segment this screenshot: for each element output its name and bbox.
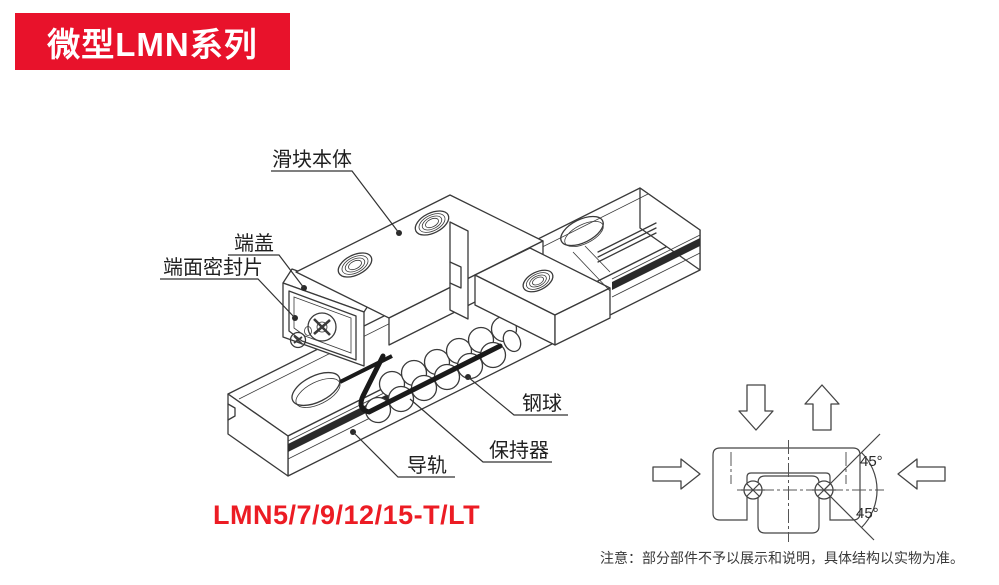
section-block-profile <box>712 447 861 521</box>
slider-block-right <box>474 245 611 346</box>
end-seal-plate <box>288 290 357 361</box>
angle-label-bottom: 45° <box>856 505 879 522</box>
block-hole-1 <box>337 252 373 278</box>
angle-label-top: 45° <box>860 453 883 470</box>
label-steel-ball: 钢球 <box>465 374 568 416</box>
model-designation: LMN5/7/9/12/15-T/LT <box>213 500 481 530</box>
right-seal-lines <box>597 222 657 263</box>
retainer-drawing <box>358 343 503 415</box>
label-end-seal-text: 端面密封片 <box>163 256 263 279</box>
series-title: 微型LMN系列 <box>47 25 258 63</box>
label-slider-body-text: 滑块本体 <box>272 148 352 171</box>
label-steel-ball-text: 钢球 <box>522 392 562 415</box>
series-banner: 微型LMN系列 <box>15 13 290 70</box>
label-end-seal: 端面密封片 <box>160 256 298 321</box>
block-hole-3 <box>522 269 554 293</box>
label-retainer-text: 保持器 <box>489 439 549 462</box>
rail-hole-left <box>291 371 341 408</box>
label-end-cap: 端盖 <box>228 232 307 291</box>
block-hole-2 <box>414 210 450 236</box>
load-section-diagram: 45° 45° <box>652 384 946 542</box>
label-end-cap-text: 端盖 <box>234 232 274 255</box>
arrow-down-icon <box>738 384 774 431</box>
label-slider-body: 滑块本体 <box>271 148 402 236</box>
note-text: 注意：部分部件不予以展示和说明，具体结构以实物为准。 <box>600 550 964 566</box>
arrow-right-icon <box>652 458 701 490</box>
label-retainer: 保持器 <box>409 398 552 463</box>
arrow-left-icon <box>897 458 946 490</box>
label-rail-text: 导轨 <box>407 454 447 477</box>
label-rail: 导轨 <box>350 429 455 478</box>
section-rail-profile <box>757 475 820 534</box>
arrow-up-icon <box>804 384 840 431</box>
rail-hole-right <box>560 215 604 248</box>
part-labels: 滑块本体 端盖 端面密封片 钢球 保持器 <box>160 148 568 478</box>
